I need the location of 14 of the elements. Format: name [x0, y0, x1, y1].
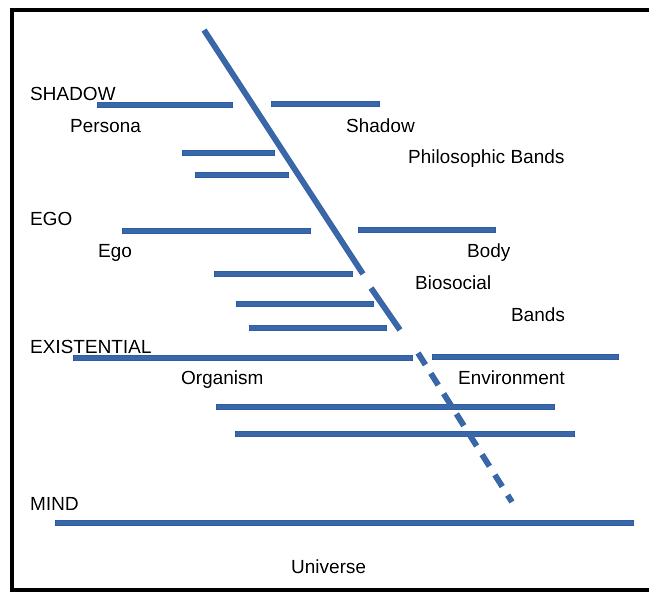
band-label: Bands [511, 305, 565, 327]
band-label: MIND [30, 494, 79, 516]
band-label: Ego [98, 241, 132, 263]
band-label: SHADOW [30, 84, 116, 106]
band-label: Body [467, 241, 510, 263]
band-label: EXISTENTIAL [30, 337, 152, 359]
band-label: Persona [70, 116, 141, 138]
band-label: Philosophic Bands [408, 147, 564, 169]
band-label: Organism [181, 368, 264, 390]
band-label: Universe [291, 557, 366, 579]
band-label: Environment [458, 368, 565, 390]
band-label: EGO [30, 209, 72, 231]
band-label: Shadow [346, 116, 415, 138]
band-label: Biosocial [415, 273, 492, 295]
